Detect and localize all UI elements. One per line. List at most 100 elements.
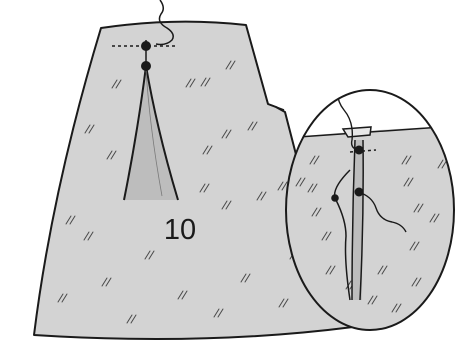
hatch-mark (311, 207, 318, 217)
hatch-mark (311, 183, 318, 193)
hatch-mark (307, 183, 314, 193)
hatch-mark (281, 181, 288, 191)
hatch-mark (189, 78, 196, 88)
hatch-mark (206, 145, 213, 155)
hatch-mark (130, 314, 137, 324)
hatch-mark (325, 231, 332, 241)
hatch-mark (315, 207, 322, 217)
hatch-mark (309, 155, 316, 165)
inset-pin-marker-top (354, 145, 364, 155)
hatch-mark (325, 265, 332, 275)
inset-fabric (286, 126, 454, 330)
hatch-mark (277, 181, 284, 191)
hatch-mark (65, 215, 72, 225)
hatch-mark (321, 231, 328, 241)
hatch-mark (295, 177, 302, 187)
inset-dart-shading (352, 140, 363, 300)
hatch-mark (83, 231, 90, 241)
hatch-mark (260, 191, 267, 201)
inset-thread-bottom (357, 191, 407, 233)
hatch-mark (217, 308, 224, 318)
hatch-mark (84, 124, 91, 134)
hatch-mark (148, 250, 155, 260)
hatch-mark (313, 155, 320, 165)
hatch-mark (256, 191, 263, 201)
hatch-mark (395, 303, 402, 313)
skirt-panel (33, 20, 354, 341)
hatch-mark (115, 79, 122, 89)
hatch-mark (110, 150, 117, 160)
pin-marker-top (141, 41, 151, 51)
skirt-panel-shape (33, 20, 354, 341)
hatch-mark (221, 129, 228, 139)
hatch-mark (329, 265, 336, 275)
hatch-mark (57, 293, 64, 303)
hatch-mark (247, 121, 254, 131)
hatch-mark (144, 250, 151, 260)
hatch-mark (202, 145, 209, 155)
inset-pin-marker-middle (354, 187, 364, 197)
hatch-mark (101, 277, 108, 287)
dart-left-leg (123, 65, 147, 201)
hatch-mark (381, 265, 388, 275)
dart (123, 65, 179, 201)
dart-fold-line (145, 69, 163, 197)
hatch-mark (87, 231, 94, 241)
hatch-mark (177, 290, 184, 300)
hatch-mark (88, 124, 95, 134)
hatch-mark (69, 215, 76, 225)
hatch-mark (106, 150, 113, 160)
hatch-mark (413, 241, 420, 251)
hatch-mark (299, 177, 306, 187)
hatch-mark (278, 298, 285, 308)
inset-border (285, 89, 455, 331)
hatch-mark (126, 314, 133, 324)
hatch-mark (413, 203, 420, 213)
hatch-mark (429, 213, 436, 223)
dart-shading (124, 70, 178, 200)
hatch-mark (229, 60, 236, 70)
step-number: 10 (164, 214, 196, 246)
hatch-mark (433, 213, 440, 223)
thread-main (155, 0, 174, 46)
hatch-mark (105, 277, 112, 287)
inset-dart-left-leg (351, 139, 356, 301)
side-notch (267, 103, 285, 111)
hatch-mark (407, 177, 414, 187)
dart-right-leg (145, 65, 179, 201)
hatch-mark (403, 177, 410, 187)
inset-dart-right-leg (359, 139, 364, 301)
hatch-mark (411, 277, 418, 287)
hatch-mark (391, 303, 398, 313)
detail-inset (285, 89, 455, 331)
hatch-mark (377, 265, 384, 275)
hatch-mark (111, 79, 118, 89)
hatch-mark (415, 277, 422, 287)
pin-marker-bottom (141, 61, 151, 71)
hatch-mark (204, 77, 211, 87)
inset-waist-tab (341, 126, 372, 138)
hatch-mark (409, 241, 416, 251)
hatch-mark (221, 200, 228, 210)
hatch-mark (437, 159, 444, 169)
inset-fabric-fold (333, 169, 351, 301)
hatch-mark (225, 200, 232, 210)
hatch-mark (244, 273, 251, 283)
hatch-mark (371, 295, 378, 305)
hatch-mark (185, 78, 192, 88)
hatch-mark (200, 77, 207, 87)
hatch-mark (240, 273, 247, 283)
hatch-mark (282, 298, 289, 308)
inset-pin-marker-side (331, 194, 339, 202)
hatch-mark (225, 60, 232, 70)
hatch-mark (405, 155, 412, 165)
hatch-mark (203, 183, 210, 193)
hatch-mark (213, 308, 220, 318)
hatch-mark (417, 203, 424, 213)
hatch-mark (199, 183, 206, 193)
hatch-mark (61, 293, 68, 303)
hatch-mark (181, 290, 188, 300)
hatch-mark (251, 121, 258, 131)
hatch-mark (367, 295, 374, 305)
